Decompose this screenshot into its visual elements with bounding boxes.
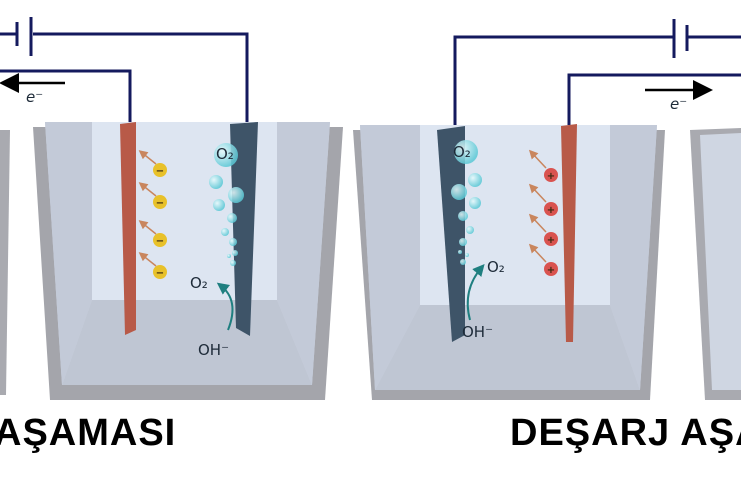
left-tank [33, 122, 343, 400]
left-circuit [0, 17, 249, 122]
right-tank [353, 125, 665, 400]
o2-top-label: O₂ [216, 145, 234, 163]
electron-label: e⁻ [670, 95, 687, 113]
anions: − − − − [138, 150, 167, 279]
svg-text:−: − [156, 198, 164, 209]
svg-text:+: + [547, 171, 555, 182]
anion: − [138, 252, 167, 279]
svg-text:−: − [156, 268, 164, 279]
cations: + + + + [528, 149, 558, 276]
cation: + [528, 243, 558, 276]
anion: − [138, 182, 167, 209]
cation: + [528, 213, 558, 246]
svg-text:+: + [547, 235, 555, 246]
oxygen-bubbles [209, 143, 244, 266]
cation: + [528, 183, 558, 216]
left-edge-tank [0, 130, 10, 395]
svg-text:+: + [547, 205, 555, 216]
anion: − [138, 150, 167, 177]
reaction-arrow [216, 282, 234, 331]
o2-reaction-label: O₂ [190, 274, 208, 292]
svg-text:−: − [156, 166, 164, 177]
o2-reaction-label: O₂ [487, 258, 505, 276]
red-electrode [561, 124, 577, 342]
blue-electrode [437, 126, 465, 342]
oh-label: OH⁻ [462, 323, 493, 341]
o2-top-label: O₂ [453, 143, 471, 161]
discharge-stage-caption: DEŞARJ AŞA [510, 412, 741, 454]
right-edge-tank [690, 128, 741, 400]
cation: + [528, 149, 558, 182]
right-circuit [453, 19, 741, 125]
svg-text:+: + [547, 265, 555, 276]
charge-stage-caption: AŞAMASI [0, 412, 176, 454]
red-electrode [120, 122, 136, 335]
svg-text:−: − [156, 236, 164, 247]
oh-label: OH⁻ [198, 341, 229, 359]
reaction-arrow [466, 263, 485, 321]
electron-label: e⁻ [26, 88, 43, 106]
blue-electrode [230, 122, 258, 336]
oxygen-bubbles [451, 140, 482, 265]
anion: − [138, 220, 167, 247]
